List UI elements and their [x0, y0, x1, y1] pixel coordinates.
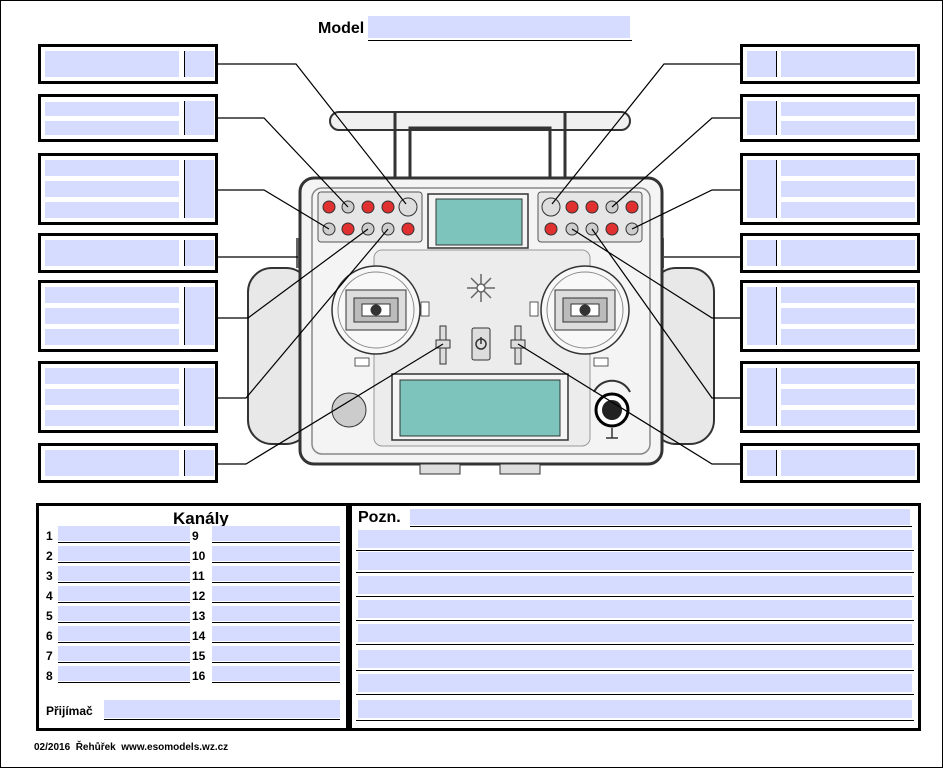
left-stick [331, 265, 421, 355]
label-box-left-7 [38, 443, 218, 483]
channel-number: 1 [46, 529, 53, 543]
channel-number: 15 [192, 649, 206, 663]
right-stick [540, 265, 630, 355]
label-box-left-3 [38, 153, 218, 225]
label-box-right-3 [740, 153, 920, 225]
channel-field[interactable] [212, 566, 340, 581]
notes-title-field[interactable] [410, 509, 910, 525]
knob-icon [593, 379, 631, 439]
channel-field[interactable] [58, 606, 190, 621]
main-display [399, 379, 561, 437]
label-box-left-5 [38, 280, 218, 352]
power-icon [471, 327, 491, 361]
channel-field[interactable] [58, 586, 190, 601]
channel-number: 10 [192, 549, 206, 563]
channel-field[interactable] [212, 666, 340, 681]
label-box-right-6 [740, 361, 920, 433]
notes-line-field[interactable] [358, 530, 912, 548]
notes-label: Pozn. [358, 509, 401, 526]
notes-line-field[interactable] [358, 600, 912, 618]
label-box-right-4 [740, 233, 920, 273]
channel-field[interactable] [58, 566, 190, 581]
channel-field[interactable] [212, 646, 340, 661]
channel-field[interactable] [212, 606, 340, 621]
notes-line-field[interactable] [358, 700, 912, 718]
sun-icon [467, 274, 495, 302]
channel-field[interactable] [58, 666, 190, 681]
channel-number: 11 [192, 569, 205, 583]
model-label: Model [318, 20, 365, 37]
label-box-left-6 [38, 361, 218, 433]
label-box-right-2 [740, 94, 920, 142]
label-box-left-4 [38, 233, 218, 273]
label-box-right-1 [740, 44, 920, 84]
channel-number: 16 [192, 669, 206, 683]
channel-field[interactable] [58, 526, 190, 541]
footer-text: 02/2016 Řehůřek www.esomodels.wz.cz [34, 742, 229, 753]
receiver-label: Přijímač [46, 704, 93, 718]
receiver-field[interactable] [104, 700, 340, 718]
channel-field[interactable] [212, 626, 340, 641]
notes-line-field[interactable] [358, 576, 912, 594]
channel-field[interactable] [212, 546, 340, 561]
model-field[interactable] [368, 16, 630, 38]
notes-line-field[interactable] [358, 650, 912, 668]
label-box-left-1 [38, 44, 218, 84]
channel-field[interactable] [212, 586, 340, 601]
top-display [435, 198, 523, 246]
channel-number: 5 [46, 609, 53, 623]
notes-line-field[interactable] [358, 552, 912, 570]
notes-line-field[interactable] [358, 674, 912, 692]
channel-number: 9 [192, 529, 199, 543]
channel-field[interactable] [212, 526, 340, 541]
channel-number: 4 [46, 589, 53, 603]
label-box-left-2 [38, 94, 218, 142]
channel-field[interactable] [58, 646, 190, 661]
label-box-right-7 [740, 443, 920, 483]
label-box-right-5 [740, 280, 920, 352]
channel-number: 6 [46, 629, 53, 643]
notes-line-field[interactable] [358, 624, 912, 642]
channel-number: 12 [192, 589, 206, 603]
logo-badge [331, 392, 367, 428]
channels-title: Kanály [173, 509, 229, 528]
channel-field[interactable] [58, 546, 190, 561]
channel-number: 7 [46, 649, 53, 663]
carry-handle [329, 111, 631, 180]
channel-number: 14 [192, 629, 206, 643]
channel-number: 3 [46, 569, 53, 583]
channel-number: 13 [192, 609, 206, 623]
channel-number: 8 [46, 669, 53, 683]
channel-number: 2 [46, 549, 53, 563]
channel-field[interactable] [58, 626, 190, 641]
